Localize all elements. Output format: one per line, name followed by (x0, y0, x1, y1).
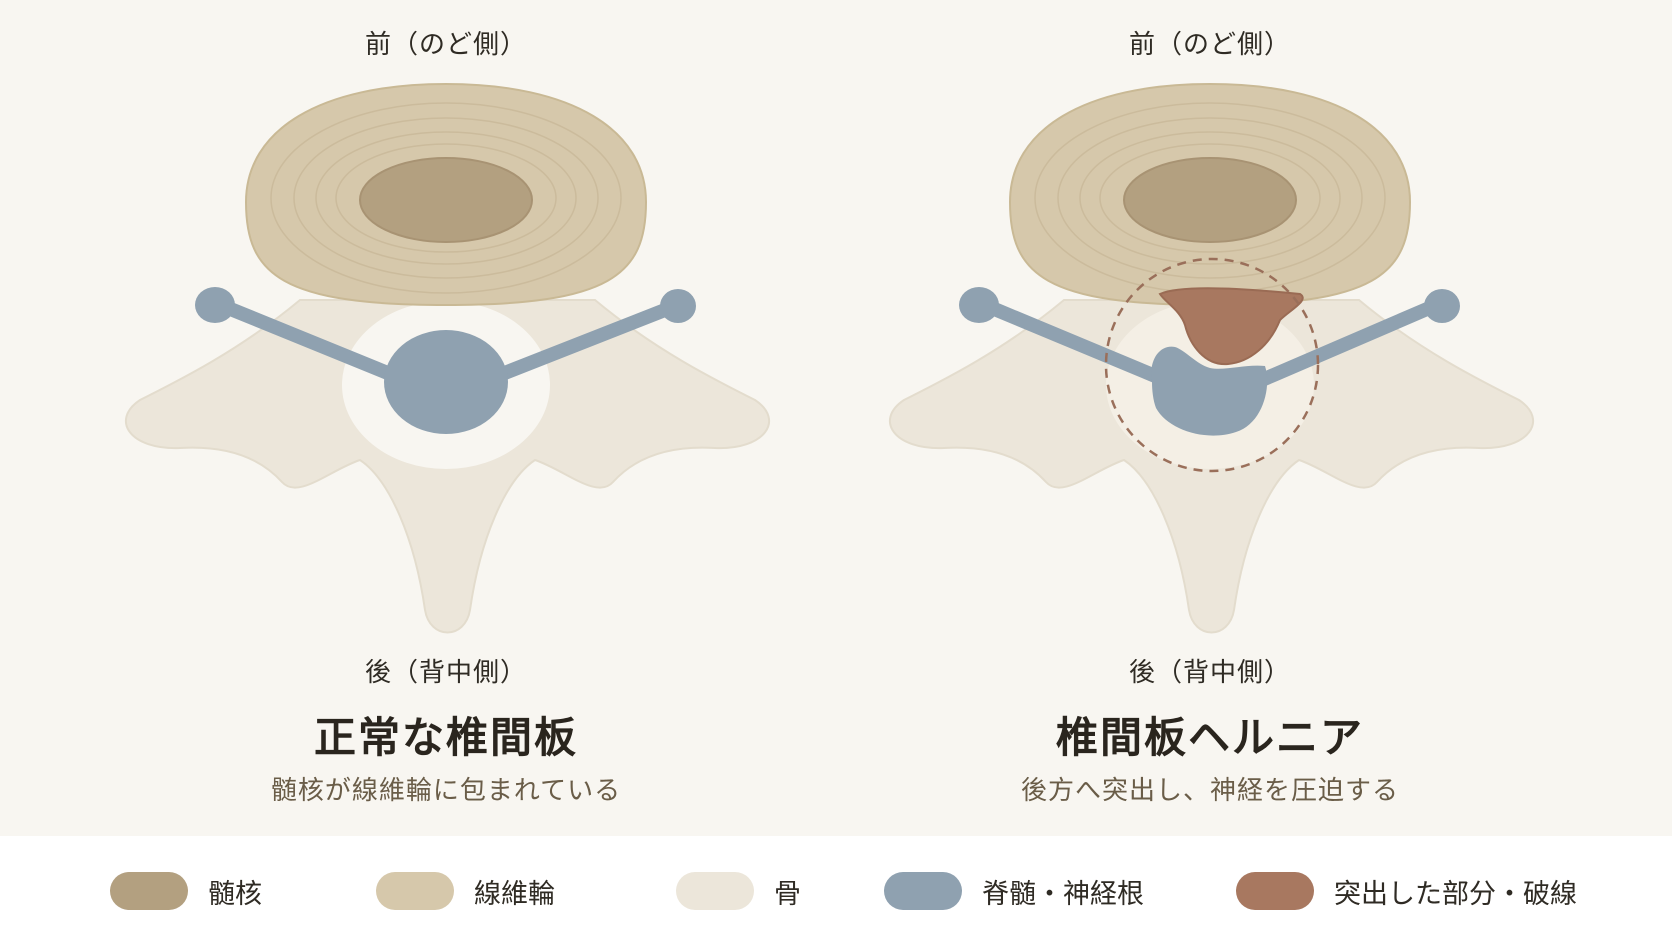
front-label-normal: 前（のど側） (364, 30, 528, 60)
herniated-disc-illustration (888, 82, 1535, 634)
legend-swatch-bone (676, 872, 754, 910)
annulus-rings (270, 102, 622, 294)
nerve-root-left (985, 301, 1167, 385)
front-label-herniated: 前（のど側） (1128, 30, 1292, 60)
legend-item-nerve: 脊髄・神経根 (884, 872, 1144, 910)
subtitle-normal: 髄核が線維輪に包まれている (270, 776, 622, 806)
legend-swatch-annulus (376, 872, 454, 910)
subtitle-herniated: 後方へ突出し、神経を圧迫する (1020, 776, 1400, 806)
legend-item-nucleus: 髄核 (110, 872, 262, 910)
compressed-spinal-cord (1151, 346, 1268, 436)
legend-item-annulus: 線維輪 (376, 872, 555, 910)
nerve-root-right (485, 301, 677, 385)
legend-label: 髄核 (208, 878, 262, 910)
legend-swatch-nucleus (110, 872, 188, 910)
back-label-herniated: 後（背中側） (1128, 658, 1292, 688)
spinal-cord (384, 330, 508, 434)
legend-label: 骨 (774, 878, 801, 910)
legend-swatch-nerve (884, 872, 962, 910)
legend-label: 突出した部分・破線 (1334, 878, 1577, 910)
legend-item-herniation: 突出した部分・破線 (1236, 872, 1577, 910)
herniated-fragment (1158, 287, 1304, 366)
disc-comparison-figure (124, 82, 1535, 634)
nucleus-pulposus (359, 157, 533, 243)
nerve-root-left (221, 301, 407, 385)
title-herniated: 椎間板ヘルニア (1055, 713, 1365, 762)
spinal-cord-and-nerve-roots (195, 287, 696, 434)
legend-swatch-herniation (1236, 872, 1314, 910)
legend-item-bone: 骨 (676, 872, 801, 910)
legend: 髄核 線維輪 骨 脊髄・神経根 突出した部分・破線 (0, 836, 1672, 941)
nucleus-pulposus (1123, 157, 1297, 243)
spinal-cord-and-nerve-roots (959, 287, 1460, 436)
legend-label: 線維輪 (474, 878, 555, 910)
legend-label: 脊髄・神経根 (982, 878, 1144, 910)
normal-disc-illustration (124, 82, 771, 634)
compression-highlight-circle (1104, 257, 1320, 473)
nerve-root-right (1255, 299, 1441, 387)
back-label-normal: 後（背中側） (364, 658, 528, 688)
title-normal: 正常な椎間板 (313, 713, 579, 762)
